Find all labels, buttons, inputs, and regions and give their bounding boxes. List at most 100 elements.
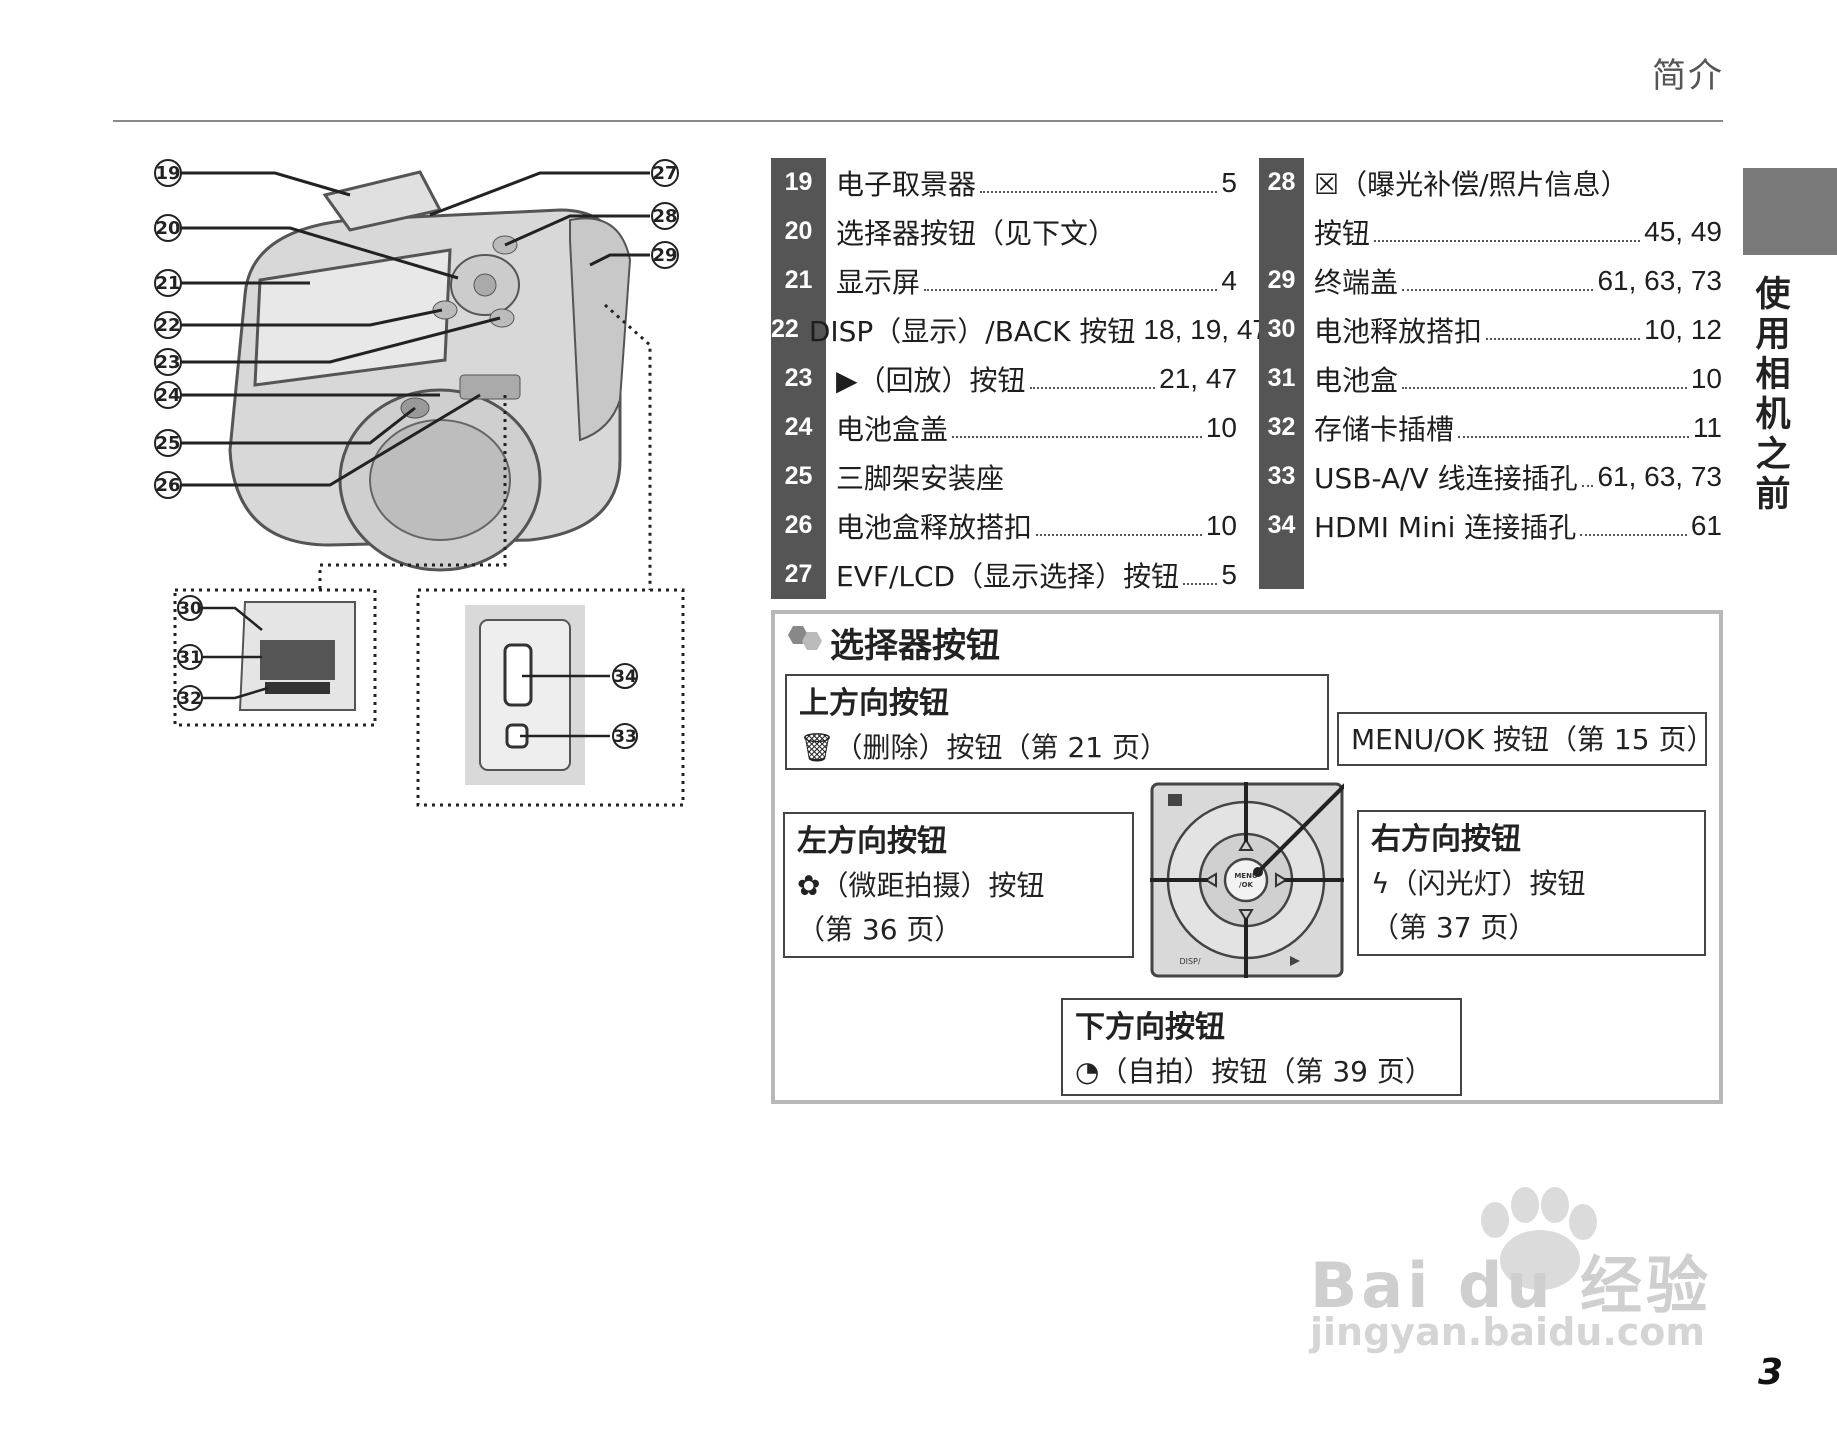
menu-ok-callout: MENU/OK 按钮（第 15 页） (1337, 712, 1707, 766)
part-number: 24 (771, 403, 826, 452)
leader-dots (1486, 338, 1640, 340)
right-button-desc: ϟ（闪光灯）按钮 (1371, 862, 1692, 906)
down-button-desc: ◔（自拍）按钮（第 39 页） (1075, 1050, 1448, 1094)
part-name: 三脚架安装座 (836, 457, 1004, 497)
part-page-ref: 10, 12 (1644, 314, 1722, 346)
part-number: 25 (771, 452, 826, 501)
svg-text:31: 31 (178, 648, 202, 668)
part-name: 终端盖 (1314, 261, 1398, 301)
part-number: 22 (771, 305, 799, 354)
part-page-ref: 10 (1206, 412, 1237, 444)
part-page-ref: 5 (1221, 167, 1237, 199)
part-number: 20 (771, 207, 826, 256)
part-page-ref: 10 (1206, 510, 1237, 542)
part-number: 30 (1259, 305, 1304, 354)
leader-dots (924, 289, 1217, 291)
svg-text:21: 21 (155, 273, 180, 294)
selector-section-title: 选择器按钮 (830, 618, 1000, 667)
svg-text:26: 26 (155, 475, 180, 496)
part-number: 33 (1259, 452, 1304, 501)
baidu-watermark: Bai du 经验 jingyan.baidu.com (1300, 1160, 1740, 1360)
part-name: 选择器按钮（见下文） (836, 212, 1116, 252)
part-page-ref: 5 (1221, 559, 1237, 591)
part-name: 电池盒 (1314, 359, 1398, 399)
part-page-ref: 18, 19, 47 (1143, 314, 1268, 346)
svg-text:28: 28 (652, 206, 677, 227)
svg-text:27: 27 (652, 163, 677, 184)
right-button-title: 右方向按钮 (1371, 818, 1692, 862)
part-name: HDMI Mini 连接插孔 (1314, 506, 1576, 546)
left-button-page: （第 36 页） (797, 908, 1120, 952)
right-button-callout: 右方向按钮 ϟ（闪光灯）按钮 （第 37 页） (1357, 810, 1706, 956)
leader-dots (1030, 387, 1156, 389)
leader-dots (1374, 240, 1640, 242)
part-page-ref: 10 (1691, 363, 1722, 395)
part-page-ref: 4 (1221, 265, 1237, 297)
part-page-ref: 11 (1693, 412, 1722, 444)
part-number: 29 (1259, 256, 1304, 305)
leader-dots (980, 191, 1217, 193)
leader-dots (1036, 534, 1202, 536)
svg-text:20: 20 (155, 218, 180, 239)
part-number: 31 (1259, 354, 1304, 403)
part-number: 27 (771, 550, 826, 599)
part-page-ref: 45, 49 (1644, 216, 1722, 248)
part-name: 电池释放搭扣 (1314, 310, 1482, 350)
leader-dots (1402, 387, 1687, 389)
down-button-title: 下方向按钮 (1075, 1006, 1448, 1050)
leader-dots (952, 436, 1202, 438)
part-page-ref: 61, 63, 73 (1597, 265, 1722, 297)
part-name: 电子取景器 (836, 163, 976, 203)
leader-dots (1402, 289, 1593, 291)
part-name: USB-A/V 线连接插孔 (1314, 457, 1578, 497)
part-name: 显示屏 (836, 261, 920, 301)
svg-text:22: 22 (155, 315, 180, 336)
down-button-callout: 下方向按钮 ◔（自拍）按钮（第 39 页） (1061, 998, 1462, 1096)
part-name: EVF/LCD（显示选择）按钮 (836, 555, 1179, 595)
svg-text:29: 29 (652, 245, 677, 266)
part-page-ref: 21, 47 (1159, 363, 1237, 395)
svg-text:32: 32 (178, 689, 202, 709)
leader-dots (1458, 436, 1689, 438)
parts-row: 19电子取景器5 (771, 158, 1237, 207)
svg-text:23: 23 (155, 352, 180, 373)
part-page-ref: 61 (1691, 510, 1722, 542)
leader-dots (1582, 485, 1594, 487)
svg-text:25: 25 (155, 433, 180, 454)
section-title: 简介 (1652, 48, 1724, 97)
part-name: 电池盒释放搭扣 (836, 506, 1032, 546)
part-name: 按钮 (1314, 212, 1370, 252)
part-number (1259, 207, 1304, 256)
part-name: 电池盒盖 (836, 408, 948, 448)
up-button-title: 上方向按钮 (799, 682, 1315, 726)
parts-row: 21显示屏4 (771, 256, 1237, 305)
parts-row: 23▶（回放）按钮21, 47 (771, 354, 1237, 403)
part-number: 26 (771, 501, 826, 550)
part-name: 存储卡插槽 (1314, 408, 1454, 448)
watermark-url: jingyan.baidu.com (1310, 1310, 1705, 1354)
up-button-callout: 上方向按钮 🗑（删除）按钮（第 21 页） (785, 674, 1329, 770)
svg-text:33: 33 (613, 727, 637, 747)
battery-latch-shape (460, 375, 520, 399)
menu-ok-desc: MENU/OK 按钮（第 15 页） (1351, 723, 1714, 756)
svg-text:DISP/: DISP/ (1179, 957, 1200, 966)
callout-19: 19 (155, 163, 180, 184)
svg-text:30: 30 (178, 599, 202, 619)
left-button-desc: ✿（微距拍摄）按钮 (797, 864, 1120, 908)
leader-dots (1580, 534, 1687, 536)
left-button-title: 左方向按钮 (797, 820, 1120, 864)
section-bullet-icon (783, 622, 825, 654)
chapter-side-label: 使用相机之前 (1748, 275, 1798, 515)
camera-rear-diagram: 19 20 21 22 23 24 25 26 27 28 29 30 31 3… (150, 150, 710, 810)
part-page-ref: 61, 63, 73 (1597, 461, 1722, 493)
part-number: 32 (1259, 403, 1304, 452)
